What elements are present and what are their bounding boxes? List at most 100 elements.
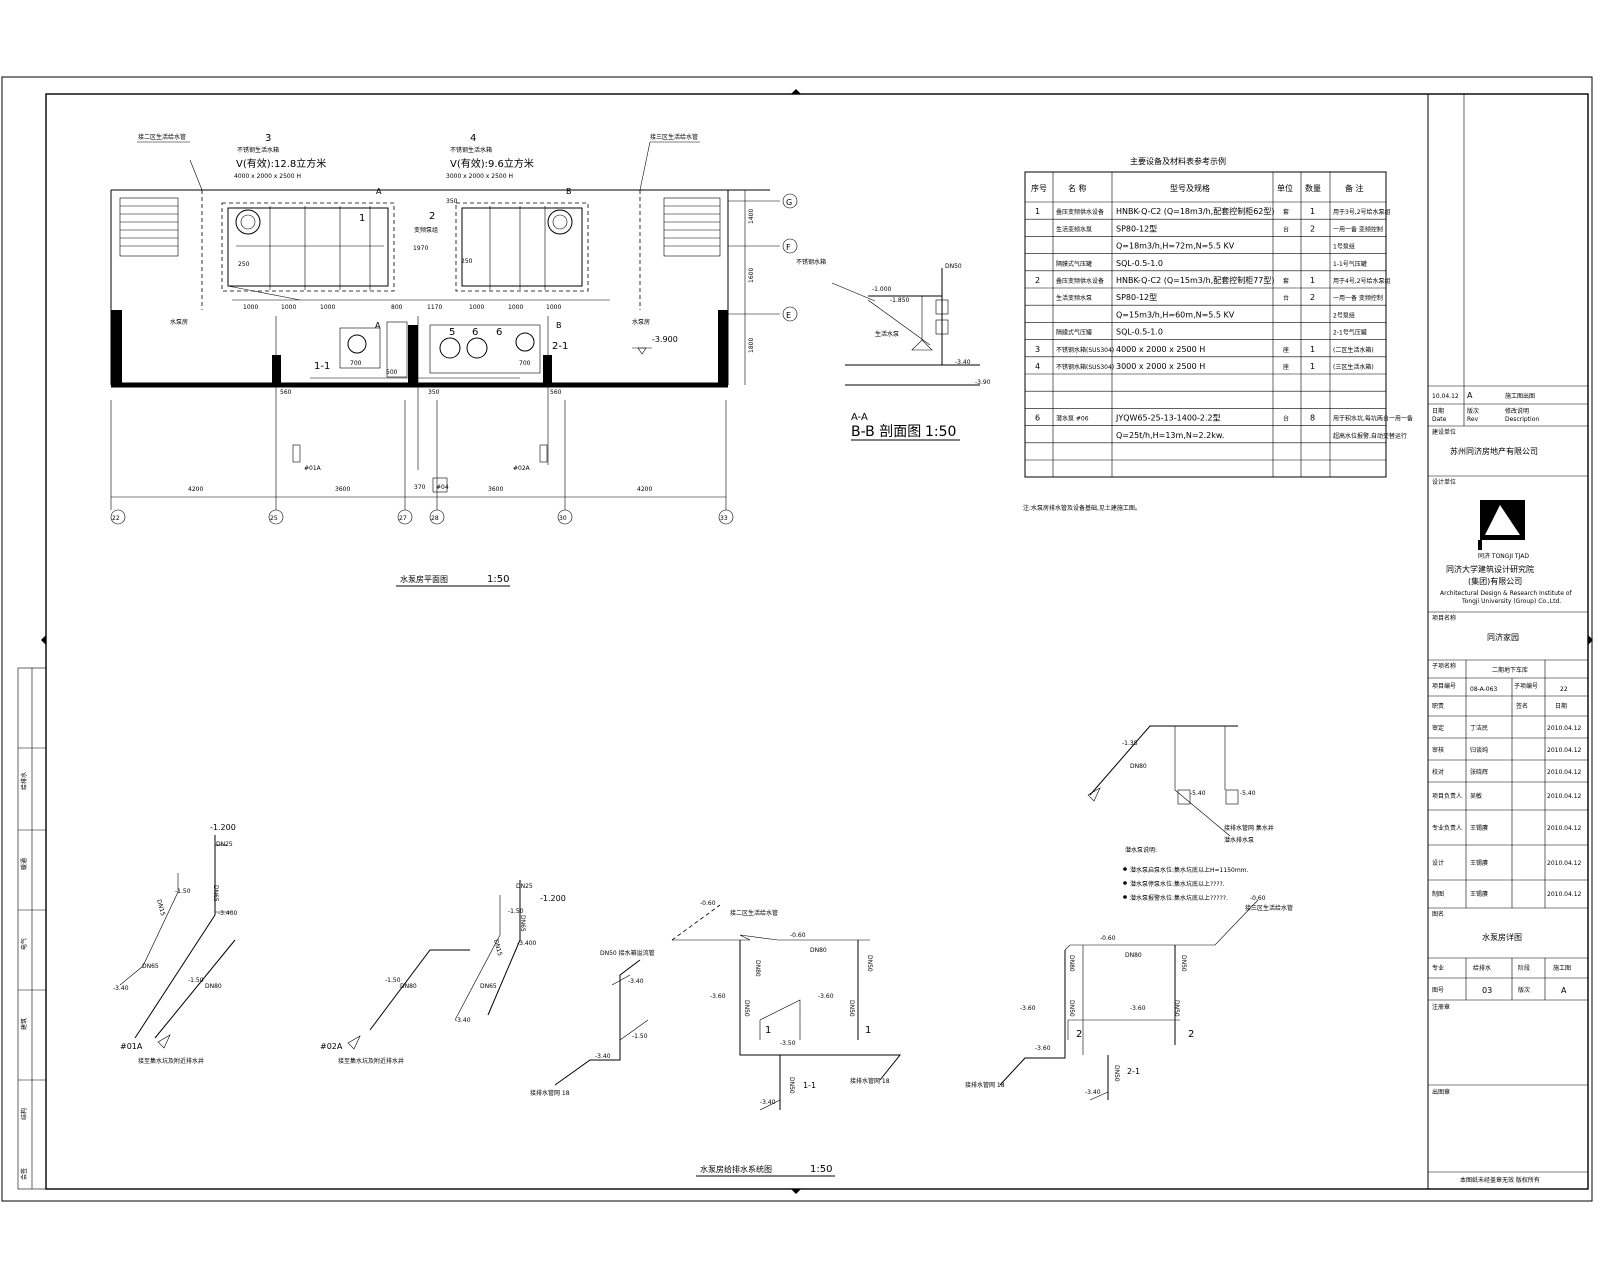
- right-center-mark: [1588, 635, 1593, 645]
- th-spec: 型号及规格: [1170, 183, 1210, 193]
- d1-dn-5: DN80: [205, 983, 222, 990]
- col-dim-4: 3600: [488, 486, 503, 493]
- sheet-title: 水泵房详图: [1482, 932, 1522, 942]
- resp-hdr-role: 职责: [1432, 702, 1444, 710]
- axis-bubbles: 22 25 27 28 30 33 G F E: [110, 193, 798, 525]
- stage: 施工图: [1553, 964, 1571, 972]
- d3-caption: 接排水管网 18: [530, 1089, 570, 1097]
- table-cell-note: 1号泵组: [1333, 243, 1355, 251]
- d1-level-3: -3.400: [218, 910, 238, 917]
- staff-date: 2010.04.12: [1547, 891, 1582, 898]
- axis-27: 27: [399, 515, 407, 522]
- stamp-lbl: 注册章: [1432, 1003, 1450, 1011]
- staff-name: 王锡赓: [1470, 890, 1488, 898]
- bottom-center-mark: [791, 1189, 801, 1194]
- tjad-logo: [1478, 500, 1525, 550]
- table-cell-spec: Q=25t/h,H=13m,N=2.2kw.: [1116, 431, 1224, 440]
- dim-560-a: 560: [280, 389, 292, 396]
- section-mark-b-bot: B: [556, 321, 562, 330]
- table-cell-qty: 2: [1310, 293, 1315, 302]
- wall-pier-right: [718, 310, 728, 385]
- table-cell-note: 2-1号气压罐: [1333, 329, 1367, 337]
- table-cell-spec: 4000 x 2000 x 2500 H: [1116, 345, 1205, 354]
- d4-dn-5: DN50: [848, 1000, 855, 1017]
- institute-en1: Architectural Design & Research Institut…: [1440, 590, 1573, 597]
- axis-g: G: [786, 198, 792, 207]
- d4-level-2: -0.60: [790, 932, 806, 939]
- table-cell-note: 2号泵组: [1333, 311, 1355, 319]
- d4-level-4: -3.50: [780, 1040, 796, 1047]
- section-pump-label: 生活水泵: [875, 330, 899, 338]
- dim-tank-2: 1000: [281, 304, 296, 311]
- pump-set-2: [429, 324, 541, 374]
- section-level-1: -1.000: [872, 286, 892, 293]
- d4-level-6: -3.40: [760, 1099, 776, 1106]
- note-2: 潜水泵停泵水位:集水坑底以上????.: [1130, 880, 1225, 888]
- d4-dn-1: DN80: [810, 947, 827, 954]
- d5-level-4: -3.60: [1130, 1005, 1146, 1012]
- table-cell-note: 1-1号气压罐: [1333, 260, 1367, 268]
- stairs-left: [119, 197, 179, 257]
- table-cell-note: 一用一备 变频控制: [1333, 225, 1383, 233]
- axis-25: 25: [270, 515, 278, 522]
- d5-dn-2: DN80: [1068, 955, 1075, 972]
- d5-top: 接三区生活给水管: [1245, 904, 1293, 912]
- dim-tank-1: 1000: [243, 304, 258, 311]
- staff-name: 丁洁民: [1470, 724, 1488, 732]
- staff-role: 校对: [1432, 768, 1444, 776]
- table-cell-note: 用于积水坑,每坑两台一用一备: [1333, 415, 1413, 423]
- col-dim-3: 370: [414, 484, 426, 491]
- d1-dn-1: DN25: [216, 841, 233, 848]
- staff-date: 2010.04.12: [1547, 860, 1582, 867]
- staff-role: 专业负责人: [1432, 824, 1462, 832]
- wall-pier-mid: [408, 325, 418, 385]
- staff-name: 吴敏: [1470, 792, 1482, 800]
- table-cell-qty: 1: [1310, 362, 1315, 371]
- th-note: 备 注: [1345, 183, 1364, 193]
- table-cell-no: 6: [1035, 414, 1040, 423]
- table-cell-no: 4: [1035, 362, 1040, 371]
- tank3-volume: V(有效):12.8立方米: [236, 157, 326, 170]
- rev-hdr-rev-en: Rev: [1467, 416, 1479, 423]
- d2-caption: 接至集水坑及附近排水井: [338, 1057, 404, 1065]
- dim-500: 500: [386, 369, 398, 376]
- table-cell-name: 隔膜式气压罐: [1056, 329, 1092, 337]
- d5-mark-3: 2-1: [1127, 1067, 1140, 1076]
- mark-1-1: 1-1: [314, 361, 330, 372]
- staff-date: 2010.04.12: [1547, 825, 1582, 832]
- staff-date: 2010.04.12: [1547, 725, 1582, 732]
- table-cell-name: 生活变频水泵: [1056, 225, 1092, 233]
- d4-mark-2: 1: [865, 1025, 871, 1036]
- rev: A: [1467, 391, 1473, 400]
- sheet-no: 03: [1482, 986, 1492, 995]
- table-cell-name: 叠压变频供水设备: [1056, 277, 1104, 285]
- dim-tank-8: 1000: [546, 304, 561, 311]
- riser-tag-01a: [292, 444, 301, 463]
- section-level-3: -3.40: [955, 359, 971, 366]
- d5-dn-4: DN50: [1068, 1000, 1075, 1017]
- note-1: 潜水泵启泵水位:集水坑底以上H=1150mm.: [1130, 866, 1249, 874]
- axis-f: F: [786, 243, 791, 252]
- d2-level-3: -3.400: [517, 940, 537, 947]
- plan-labels: 接二区生活给水管 接三区生活给水管 3 不锈钢生活水箱 V(有效):12.8立方…: [138, 133, 755, 587]
- stage-lbl: 阶段: [1518, 964, 1530, 972]
- d5-caption: 接排水管网 18: [965, 1081, 1005, 1089]
- note-3: 潜水泵报警水位:集水坑底以上?????.: [1130, 894, 1228, 902]
- table-cell-name: 潜水泵 #06: [1056, 415, 1089, 423]
- d3-level-3: -1.50: [632, 1033, 648, 1040]
- table-cell-note: (三区生活水箱): [1333, 363, 1374, 371]
- system-diagram-1: -1.200 -1.50 -3.400 -3.40 -1.50 DN25 DN6…: [113, 823, 238, 1065]
- d2-dn-1: DN25: [516, 883, 533, 890]
- staff-role: 审核: [1432, 746, 1444, 754]
- level-mark-triangle: [637, 347, 647, 355]
- axis-30: 30: [559, 515, 567, 522]
- subproject-no-lbl: 子项编号: [1514, 682, 1538, 690]
- stamp2-lbl: 出图章: [1432, 1088, 1450, 1096]
- section-dn: DN50: [945, 263, 962, 270]
- institute-en2: Tongji University (Group) Co.,Ltd.: [1461, 598, 1561, 605]
- section-mark-b-top: B: [566, 187, 572, 196]
- d1-dn-2: DN65: [142, 963, 159, 970]
- mark-2-1: 2-1: [552, 341, 568, 352]
- system-scale: 1:50: [810, 1164, 832, 1175]
- d1-caption: 接至集水坑及附近排水井: [138, 1057, 204, 1065]
